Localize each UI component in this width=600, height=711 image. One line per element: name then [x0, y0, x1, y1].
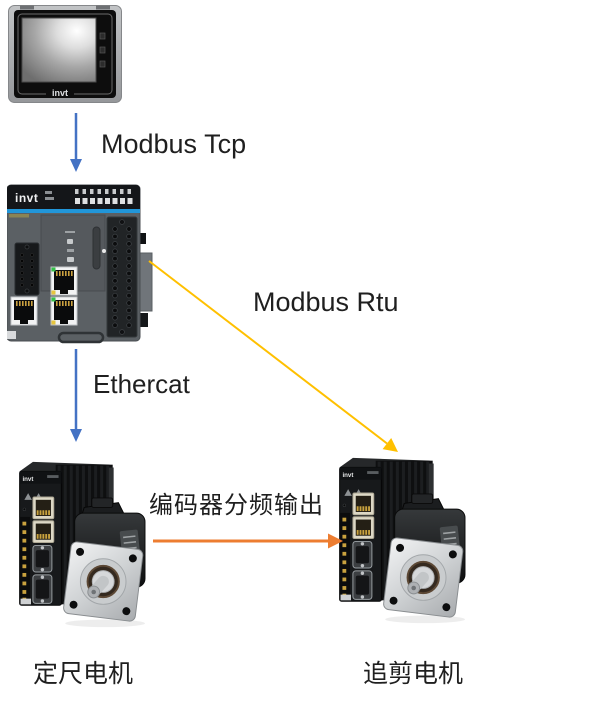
- plc-bottom-tab: [7, 331, 16, 339]
- plc-side-clip: [138, 313, 148, 327]
- plc-status-icons: [65, 231, 75, 262]
- plc-header-text: [45, 197, 54, 200]
- hmi-mount-tab: [20, 5, 34, 10]
- arrowhead-diagonal: [382, 438, 398, 452]
- plc-brand-logo: invt: [15, 191, 38, 205]
- plc-ethernet-port: [50, 266, 78, 296]
- hmi-logo-plate: [46, 88, 74, 98]
- hmi-mount-tab: [96, 5, 110, 10]
- plc-expansion-connector: [14, 242, 40, 296]
- plc-ethernet-port: [10, 296, 38, 326]
- plc-device: invt: [7, 183, 153, 345]
- arrow-encoder-output: [153, 533, 343, 549]
- link-led-green: [51, 267, 56, 272]
- plc-io-led-labels: [75, 189, 133, 204]
- link-led-yellow: [51, 290, 56, 295]
- hmi-screen: [21, 17, 97, 83]
- plc-ethernet-port: [50, 296, 78, 326]
- plc-card-slot: [92, 226, 101, 270]
- link-led-green: [51, 297, 56, 302]
- caption-right-motor: 追剪电机: [363, 660, 464, 688]
- hmi-brand-logo: invt: [52, 88, 68, 98]
- label-modbus-rtu: Modbus Rtu: [253, 287, 399, 317]
- arrow-ethercat: [70, 349, 82, 442]
- arrowhead-down: [70, 159, 82, 172]
- label-ethercat: Ethercat: [93, 369, 190, 399]
- servo-drive-right: [332, 451, 484, 629]
- label-modbus-tcp: Modbus Tcp: [101, 129, 247, 159]
- plc-handle: [57, 331, 105, 344]
- arrowhead-down: [70, 429, 82, 442]
- plc-indicator-dot: [102, 249, 106, 253]
- servo-drive-left: [12, 455, 164, 633]
- label-encoder-output: 编码器分频输出: [149, 492, 324, 519]
- hmi-device: invt: [8, 5, 122, 103]
- arrow-modbus-tcp: [70, 113, 82, 172]
- plc-terminal-block: [106, 216, 138, 338]
- plc-blue-stripe: [7, 209, 140, 213]
- link-led-yellow: [51, 320, 56, 325]
- caption-left-motor: 定尺电机: [33, 660, 134, 688]
- plc-header-text: [45, 191, 52, 194]
- hmi-side-buttons: [99, 32, 106, 68]
- plc-side-clip: [138, 233, 146, 244]
- plc-model-label: [9, 214, 29, 218]
